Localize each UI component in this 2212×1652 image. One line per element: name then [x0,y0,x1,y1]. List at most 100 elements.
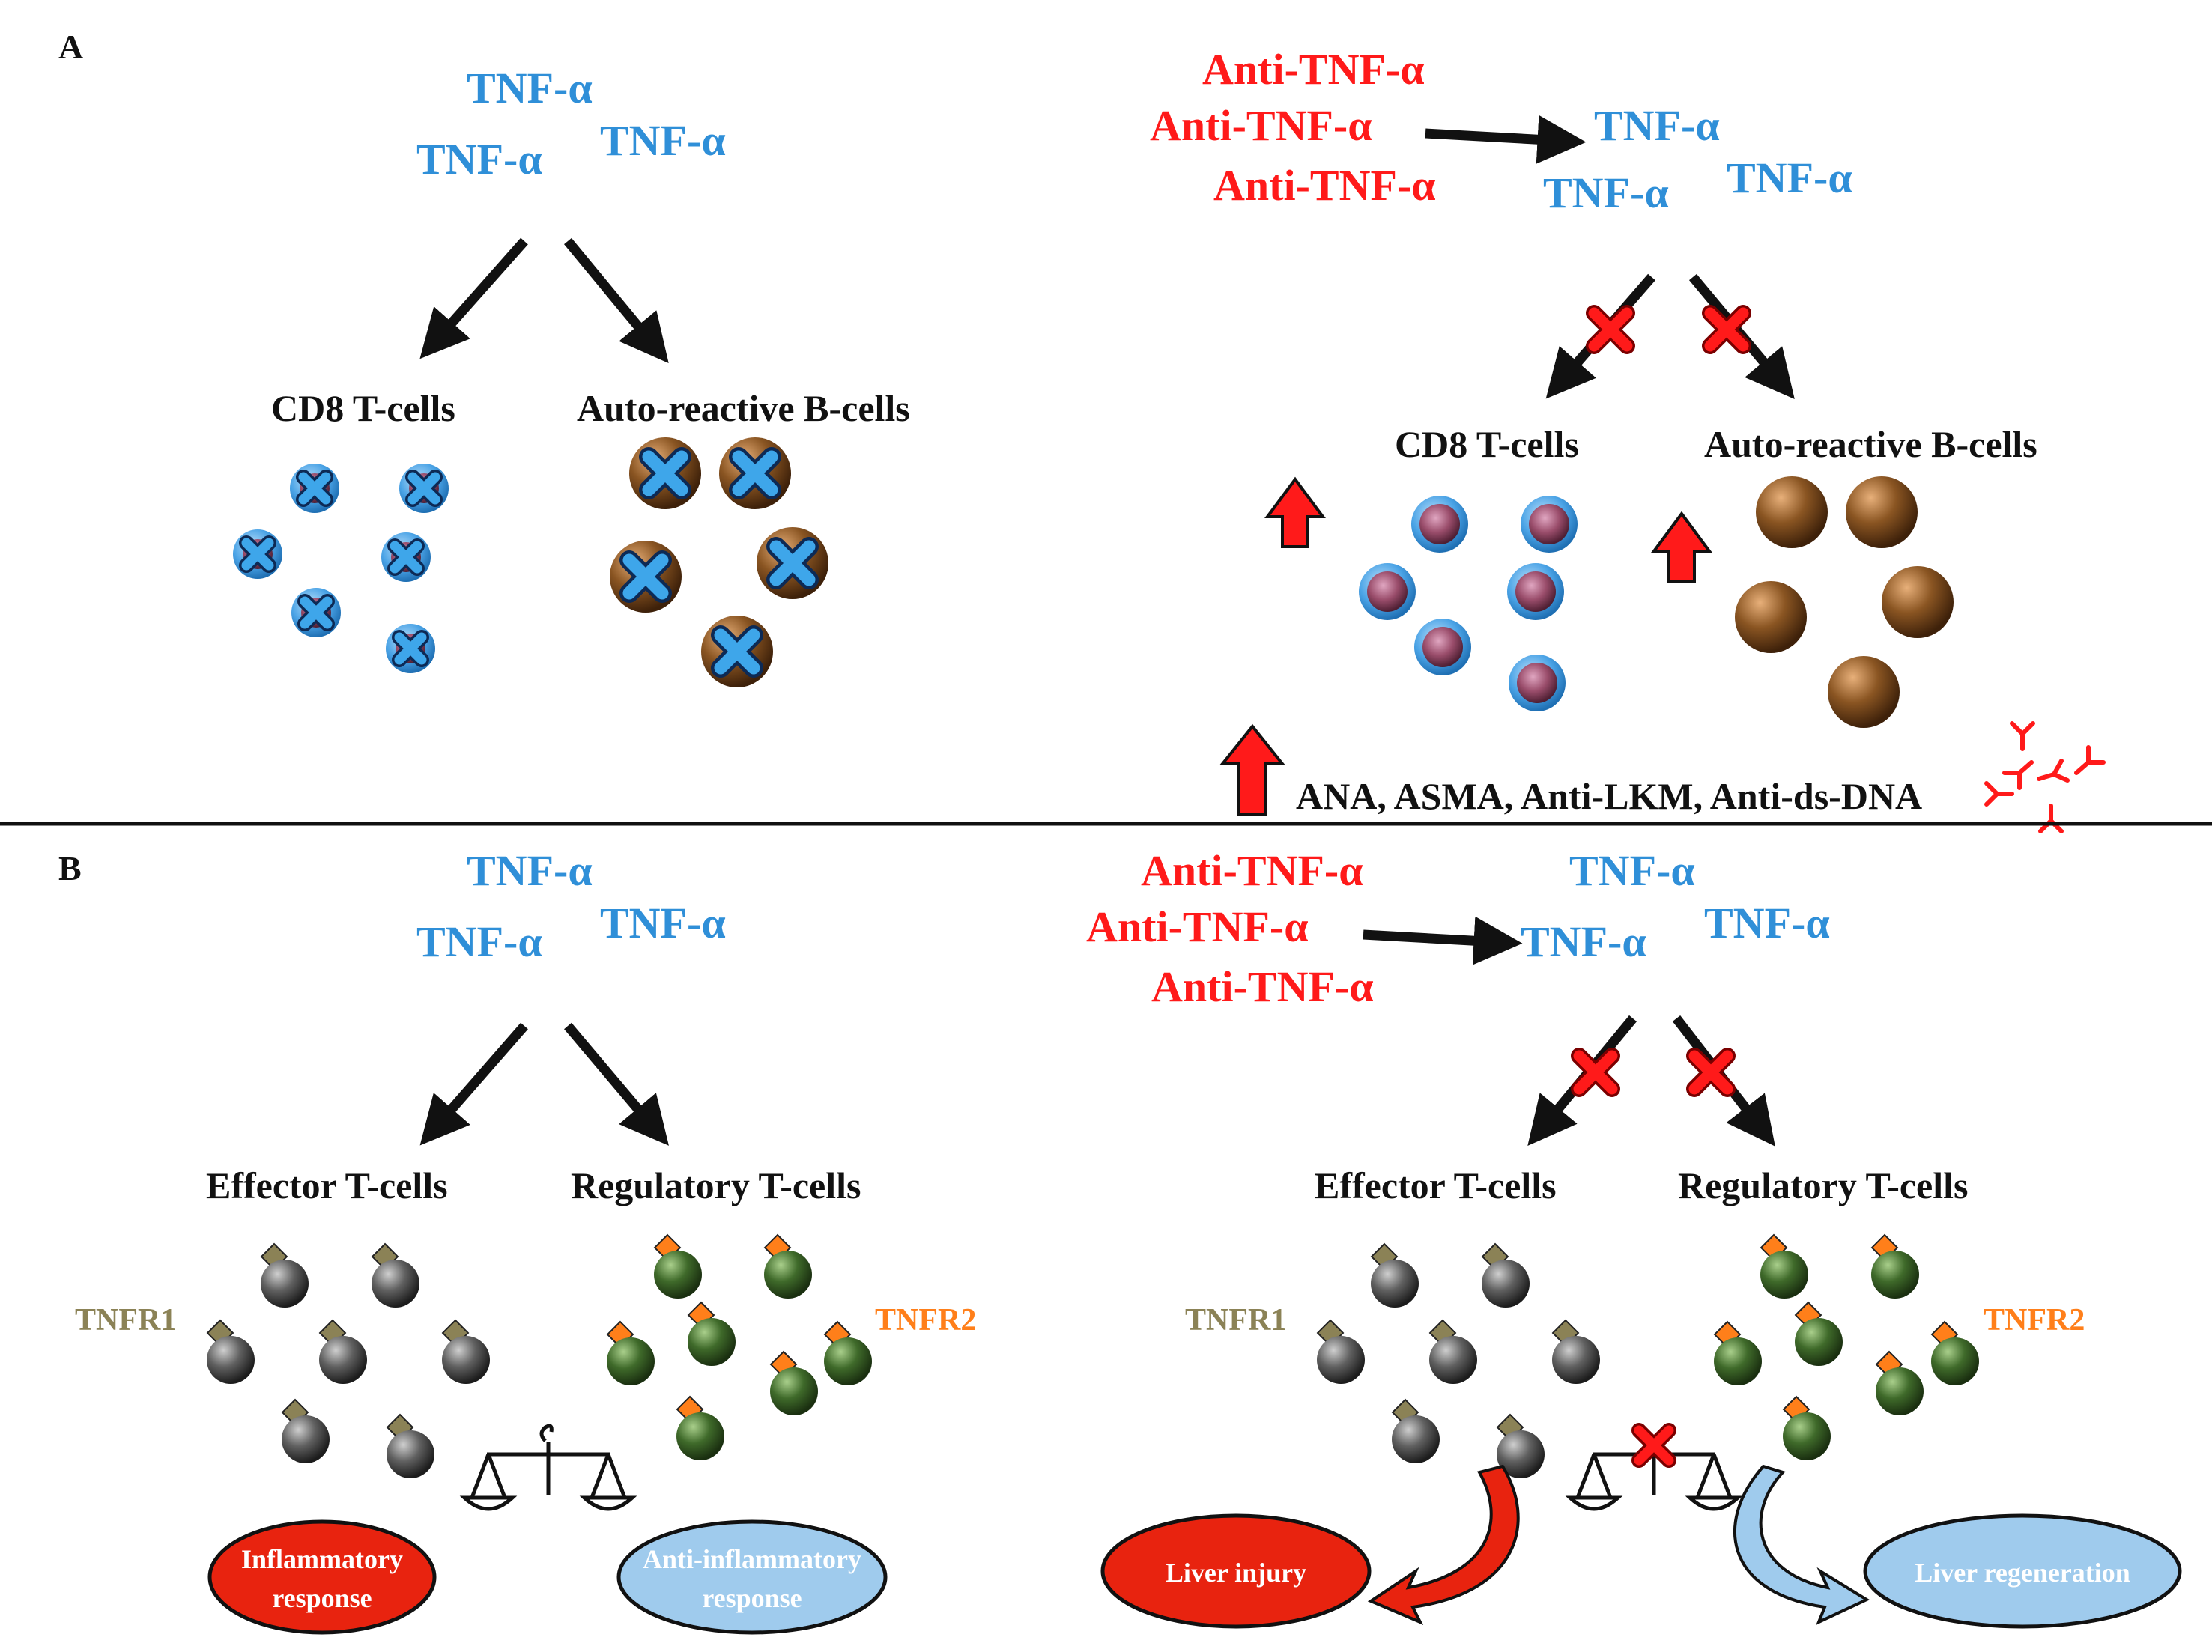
cd8-cell-blocked [290,464,339,513]
up-arrow-icon [1264,476,1326,548]
b-cell-blocked [701,616,773,687]
effector-cell [260,1242,309,1308]
b-cells-blocked [610,437,828,687]
red-x-icon [1571,1048,1620,1097]
liver-injury-oval [1100,1513,1372,1629]
arrow-to-cd8 [419,237,528,359]
effector-tcells-label: Effector T-cells [206,1164,448,1206]
regulatory-cell [763,1233,812,1299]
effector-cell [281,1398,330,1463]
effector-tcells-label: Effector T-cells [1315,1164,1557,1206]
up-arrow-icon [1219,723,1286,816]
red-x-icon [1586,305,1635,354]
cd8-cell [1359,563,1416,620]
red-x-icon [1631,1423,1676,1468]
regulatory-tcells-label: Regulatory T-cells [1678,1164,1968,1206]
balance-scale-icon [459,1424,637,1511]
anti-tnf-label: Anti-TNF-α [1086,902,1309,951]
curved-arrow-to-liver-injury [1367,1464,1520,1625]
tnf-label: TNF-α [1543,168,1669,217]
b-cell [1882,566,1954,638]
tnf-label: TNF-α [600,116,726,165]
inflammatory-response-oval [207,1519,437,1635]
cd8-cell-blocked [386,624,435,673]
effector-cell [371,1242,419,1308]
tnf-label: TNF-α [467,846,593,895]
effector-cell [1428,1319,1477,1384]
inflammatory-response-text: Inflammatory [241,1544,403,1574]
b-cell [1846,476,1918,548]
tnf-label: TNF-α [416,917,542,966]
autoreactive-bcells-label: Auto-reactive B-cells [577,387,910,429]
tnf-label: TNF-α [1704,899,1830,947]
panel-b-right-anti-tnf-cluster: Anti-TNF-α Anti-TNF-α Anti-TNF-α [1086,846,1374,1011]
cd8-cells-blocked [233,464,449,673]
cd8-cell [1521,496,1578,553]
curved-arrow-to-liver-regeneration [1733,1464,1870,1625]
regulatory-cell [1782,1395,1831,1460]
red-x-icon [1686,1048,1736,1097]
anti-tnf-label: Anti-TNF-α [1202,45,1425,94]
arrow-anti-to-tnf [1363,916,1523,965]
regulatory-tcells-label: Regulatory T-cells [571,1164,861,1206]
up-arrow-icon [1651,511,1712,583]
effector-cells [1316,1242,1600,1478]
tnf-label: TNF-α [600,899,726,947]
tnf-label: TNF-α [467,64,593,112]
b-cell-blocked [757,527,828,599]
regulatory-cell [1794,1301,1843,1366]
tnfr2-label: TNFR2 [875,1303,976,1337]
cd8-cell [1411,496,1468,553]
tnfr1-label: TNFR1 [1185,1303,1286,1337]
cd8-cell [1414,619,1471,675]
tnf-label: TNF-α [1521,917,1646,966]
regulatory-cell [1713,1320,1762,1385]
cd8-cell-blocked [291,588,341,637]
regulatory-cell [769,1350,818,1415]
effector-cell [1316,1319,1365,1384]
panel-a-label: A [58,28,83,66]
panel-a-right-anti-tnf-cluster: Anti-TNF-α Anti-TNF-α Anti-TNF-α [1150,45,1436,210]
effector-cell [1551,1319,1600,1384]
autoreactive-bcells-label: Auto-reactive B-cells [1704,423,2037,465]
b-cell-blocked [610,541,682,613]
anti-tnf-label: Anti-TNF-α [1151,962,1374,1011]
effector-cell [318,1319,367,1384]
inflammatory-response-text: response [272,1583,372,1613]
arrow-to-bcells [563,237,669,364]
regulatory-cells [606,1233,872,1460]
panel-b-left-tnf-cluster: TNF-α TNF-α TNF-α [416,846,726,966]
tnfr1-label: TNFR1 [75,1303,176,1337]
liver-regeneration-text: Liver regeneration [1915,1558,2130,1588]
regulatory-cell [676,1395,724,1460]
anti-tnf-label: Anti-TNF-α [1150,101,1372,150]
effector-cell [1481,1242,1530,1308]
anti-tnf-label: Anti-TNF-α [1141,846,1363,895]
arrow-anti-to-tnf [1425,115,1587,164]
b-cell [1828,656,1900,728]
tnfr2-label: TNFR2 [1984,1303,2085,1337]
regulatory-cell [1760,1233,1808,1299]
effector-cells [206,1242,490,1478]
anti-tnf-label: Anti-TNF-α [1213,161,1436,210]
effector-cell [206,1319,255,1384]
b-cell-blocked [629,437,701,509]
regulatory-cell [1870,1233,1919,1299]
liver-injury-text: Liver injury [1166,1558,1306,1588]
b-cell [1735,581,1807,653]
liver-regeneration-oval [1863,1513,2182,1629]
cd8-cells-active [1359,496,1578,711]
panel-a-left-tnf-cluster: TNF-α TNF-α TNF-α [416,64,726,183]
regulatory-cell [1875,1350,1924,1415]
b-cell [1756,476,1828,548]
antibody-icon [1984,721,2106,833]
autoantibodies-label: ANA, ASMA, Anti-LKM, Anti-ds-DNA [1296,775,1922,817]
regulatory-cell [823,1320,872,1385]
panel-a-right-tnf-cluster: TNF-α TNF-α TNF-α [1543,101,1852,217]
red-x-icon [1702,305,1751,354]
effector-cell [386,1413,434,1478]
tnf-label: TNF-α [1727,154,1852,202]
regulatory-cell [1930,1320,1979,1385]
cd8-cell-blocked [399,464,449,513]
